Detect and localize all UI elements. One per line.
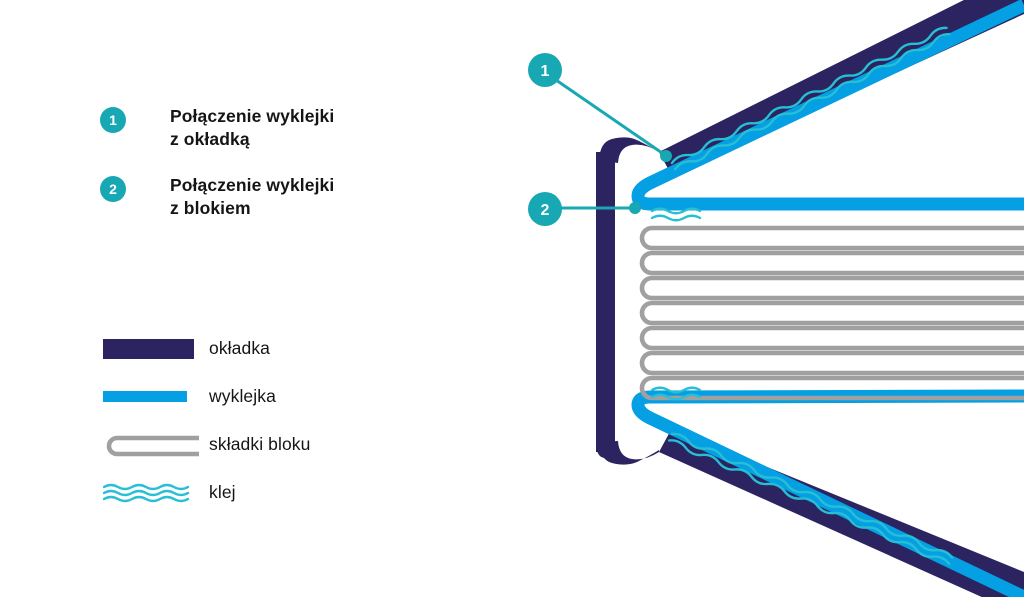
callout-label-2: Połączenie wyklejki z blokiem bbox=[170, 174, 334, 221]
legend-entry-glue: klej bbox=[103, 469, 443, 517]
signature bbox=[639, 275, 1024, 301]
callout-circle-2-number: 2 bbox=[541, 202, 550, 219]
signature bbox=[639, 300, 1024, 326]
legend-entry-signature: składki bloku bbox=[103, 421, 443, 469]
callout-endpoint-2 bbox=[629, 202, 641, 214]
signature bbox=[639, 375, 1024, 401]
callout-label-1-line2: z okładką bbox=[170, 129, 250, 150]
cover-swatch bbox=[103, 334, 199, 364]
legend-entry-endpaper: wyklejka bbox=[103, 373, 443, 421]
callout-entry-1: 1 Połączenie wyklejki z okładką bbox=[100, 105, 440, 152]
callout-leader-1 bbox=[555, 78, 666, 157]
endpaper-swatch bbox=[103, 382, 199, 412]
callout-circle-1-number: 1 bbox=[541, 63, 550, 80]
legend-label-glue: klej bbox=[209, 482, 236, 503]
glue-layer bbox=[650, 24, 955, 568]
signature-stack bbox=[639, 225, 1024, 401]
signature bbox=[639, 250, 1024, 276]
endpaper-swatch-bar bbox=[103, 391, 187, 402]
signature bbox=[639, 225, 1024, 251]
callout-badge-2: 2 bbox=[100, 175, 126, 202]
glue-block-top bbox=[650, 207, 702, 222]
callout-circle-1[interactable] bbox=[528, 53, 562, 87]
legend-label-endpaper: wyklejka bbox=[209, 386, 276, 407]
cover-spine bbox=[596, 152, 615, 452]
callout-label-1: Połączenie wyklejki z okładką bbox=[170, 105, 334, 152]
callout-markers: 1 2 bbox=[528, 53, 672, 226]
glue-swatch bbox=[103, 478, 199, 508]
glue-block-bottom bbox=[650, 386, 702, 401]
callout-circle-2[interactable] bbox=[528, 192, 562, 226]
callout-endpoint-1 bbox=[660, 150, 672, 162]
material-legend: okładka wyklejka składki bloku bbox=[103, 325, 443, 517]
cover-swatch-bar bbox=[103, 339, 194, 359]
legend-label-signature: składki bloku bbox=[209, 434, 311, 455]
endpaper-top bbox=[631, 0, 1024, 211]
callout-label-2-line1: Połączenie wyklejki bbox=[170, 174, 335, 195]
callout-entry-2: 2 Połączenie wyklejki z blokiem bbox=[100, 174, 440, 221]
signature-swatch bbox=[103, 430, 199, 460]
signature-swatch-shape bbox=[106, 435, 199, 457]
signature bbox=[639, 325, 1024, 351]
legend-label-cover: okładka bbox=[209, 338, 271, 359]
cover-hinge-bottom bbox=[599, 441, 659, 465]
callout-badge-1: 1 bbox=[100, 107, 126, 133]
cover-spine-cap-top bbox=[596, 152, 615, 168]
callout-label-1-line1: Połączenie wyklejki bbox=[170, 106, 335, 126]
glue-swatch-shape bbox=[103, 483, 190, 503]
callout-legend: 1 Połączenie wyklejki z okładką 2 Połącz… bbox=[100, 105, 440, 243]
legend-entry-cover: okładka bbox=[103, 325, 443, 373]
callout-label-2-line2: z blokiem bbox=[170, 198, 251, 219]
signature bbox=[639, 350, 1024, 376]
